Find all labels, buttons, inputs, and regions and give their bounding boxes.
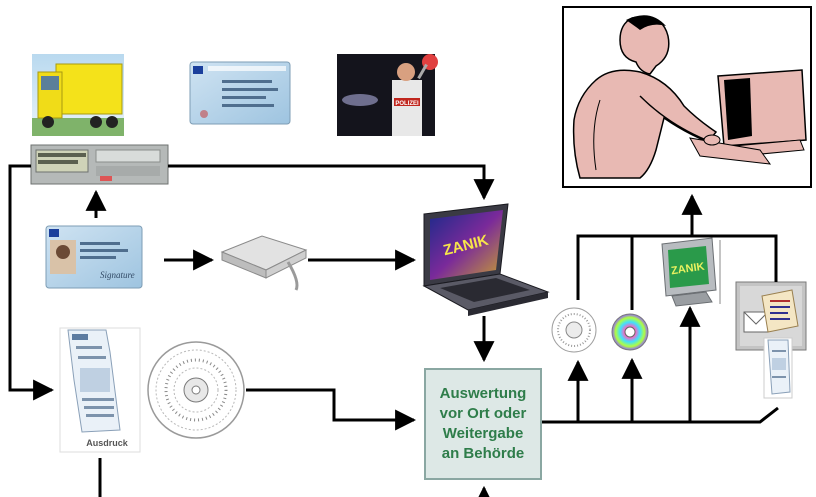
- small-printout: [763, 337, 793, 399]
- evaluation-box-text: Auswertung vor Ort oder Weitergabe an Be…: [439, 385, 527, 462]
- truck-photo: [32, 54, 124, 136]
- driver-licence-card: Signature: [45, 225, 143, 289]
- tacho-disc: [147, 341, 245, 439]
- licence-signature: Signature: [100, 270, 135, 280]
- card-reader: [220, 235, 308, 291]
- printout-label: Ausdruck: [86, 438, 128, 448]
- small-tacho-disc: [551, 307, 597, 353]
- line-upper-bus: [576, 234, 778, 300]
- user-at-computer: [562, 6, 812, 188]
- arrow-tachograph-to-laptop: [168, 164, 495, 201]
- crt-monitor: ZANIK: [661, 237, 721, 307]
- printout: [59, 327, 141, 453]
- mail-report-icon: [735, 281, 807, 351]
- driver-card-photo: [189, 61, 291, 125]
- cd-disc: [611, 313, 649, 351]
- evaluation-box: Auswertung vor Ort oder Weitergabe an Be…: [424, 368, 542, 480]
- police-photo: POLIZEI: [337, 54, 438, 136]
- line-box-output: [542, 406, 779, 424]
- arrow-disc-to-box: [246, 388, 417, 431]
- monitor-screen-text: ZANIK: [670, 261, 705, 278]
- tachograph-device: [30, 144, 169, 185]
- laptop: ZANIK: [422, 203, 550, 316]
- connectors: [8, 164, 779, 497]
- arrow-tachograph-to-printout: [8, 164, 55, 401]
- police-text: POLIZEI: [395, 101, 419, 107]
